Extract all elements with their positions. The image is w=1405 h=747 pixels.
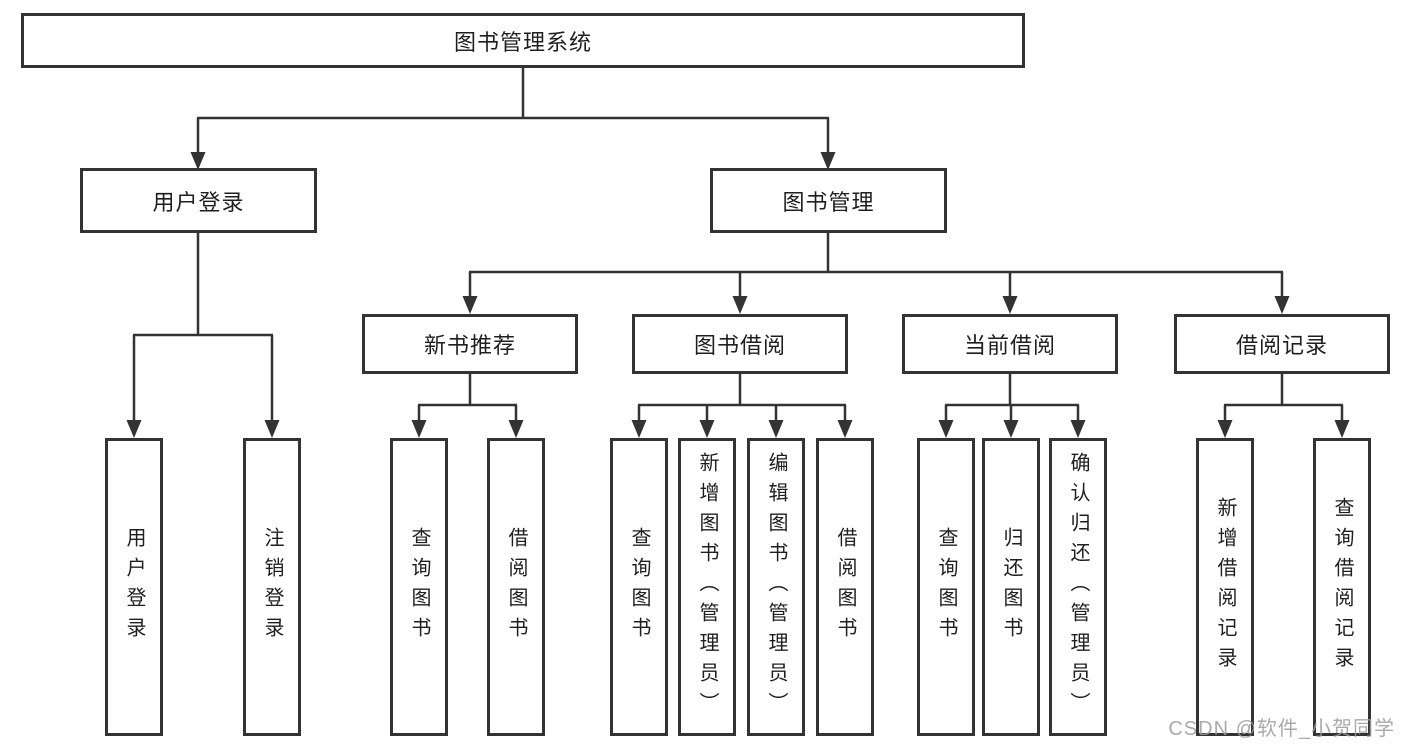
node-leaf-add-book-admin: 新增图书（管理员）	[678, 438, 736, 736]
node-borrowing-records: 借阅记录	[1174, 314, 1390, 374]
node-leaf-confirm-return-admin: 确认归还（管理员）	[1049, 438, 1107, 736]
node-leaf-logout: 注销登录	[243, 438, 301, 736]
arrowheads	[126, 152, 1350, 438]
node-leaf-query-books-current: 查询图书	[917, 438, 975, 736]
node-leaf-add-borrow-record: 新增借阅记录	[1196, 438, 1254, 736]
node-leaf-borrow-books: 借阅图书	[816, 438, 874, 736]
node-label: 当前借阅	[963, 333, 1056, 358]
node-label: 归还图书	[1000, 527, 1022, 647]
node-leaf-query-books-borrowing: 查询图书	[610, 438, 668, 736]
node-label: 查询图书	[935, 527, 957, 647]
node-label: 新书推荐	[423, 333, 516, 358]
node-leaf-query-borrow-record: 查询借阅记录	[1313, 438, 1371, 736]
node-current-borrowing: 当前借阅	[902, 314, 1118, 374]
node-new-book-recommend: 新书推荐	[362, 314, 578, 374]
node-user-login: 用户登录	[80, 168, 317, 233]
node-label: 借阅图书	[834, 527, 856, 647]
node-leaf-query-books-recommend: 查询图书	[390, 438, 448, 736]
node-label: 借阅记录	[1235, 333, 1328, 358]
node-leaf-user-login: 用户登录	[105, 438, 163, 736]
node-label: 用户登录	[123, 527, 145, 647]
node-label: 用户登录	[152, 189, 245, 215]
node-label: 借阅图书	[505, 527, 527, 647]
node-label: 注销登录	[261, 527, 283, 647]
node-book-borrowing: 图书借阅	[632, 314, 848, 374]
node-label: 查询借阅记录	[1331, 497, 1353, 677]
node-label: 图书借阅	[693, 333, 786, 358]
node-label: 查询图书	[408, 527, 430, 647]
node-label: 新增借阅记录	[1214, 497, 1236, 677]
node-label: 新增图书（管理员）	[696, 452, 718, 722]
node-label: 编辑图书（管理员）	[765, 452, 787, 722]
node-label: 查询图书	[628, 527, 650, 647]
node-library-management-system: 图书管理系统	[21, 13, 1025, 68]
node-label: 图书管理	[782, 189, 875, 215]
node-book-management: 图书管理	[710, 168, 947, 233]
csdn-watermark: CSDN @软件_小贺同学	[1168, 718, 1395, 740]
node-leaf-borrow-books-recommend: 借阅图书	[487, 438, 545, 736]
node-leaf-return-book: 归还图书	[982, 438, 1040, 736]
node-leaf-edit-book-admin: 编辑图书（管理员）	[747, 438, 805, 736]
node-label: 图书管理系统	[453, 29, 592, 55]
node-label: 确认归还（管理员）	[1067, 452, 1089, 722]
